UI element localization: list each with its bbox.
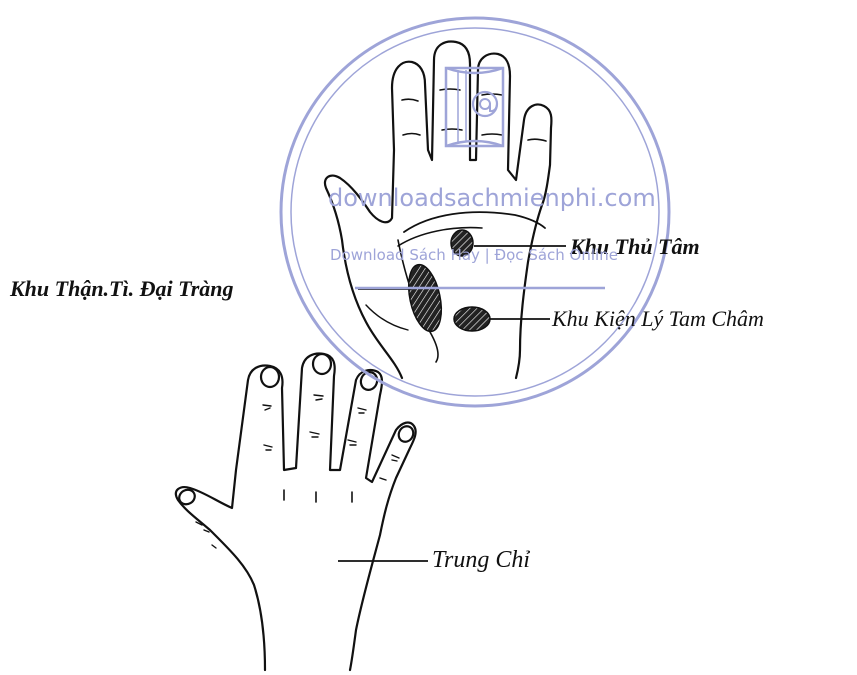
back-hand-outline bbox=[176, 354, 416, 670]
zone-kien-ly bbox=[454, 307, 490, 331]
label-trung-chi: Trung Chỉ bbox=[432, 548, 530, 572]
label-than-ti-dai-trang: Khu Thận.Tì. Đại Tràng bbox=[10, 278, 234, 300]
label-kien-ly-tam-cham: Khu Kiện Lý Tam Châm bbox=[552, 308, 764, 330]
watermark-site: downloadsachmienphi.com bbox=[328, 186, 656, 210]
back-hand bbox=[176, 354, 416, 670]
zone-than-ti bbox=[403, 262, 446, 335]
watermark-tagline: Download Sách Hay | Đọc Sách Online bbox=[330, 248, 618, 263]
